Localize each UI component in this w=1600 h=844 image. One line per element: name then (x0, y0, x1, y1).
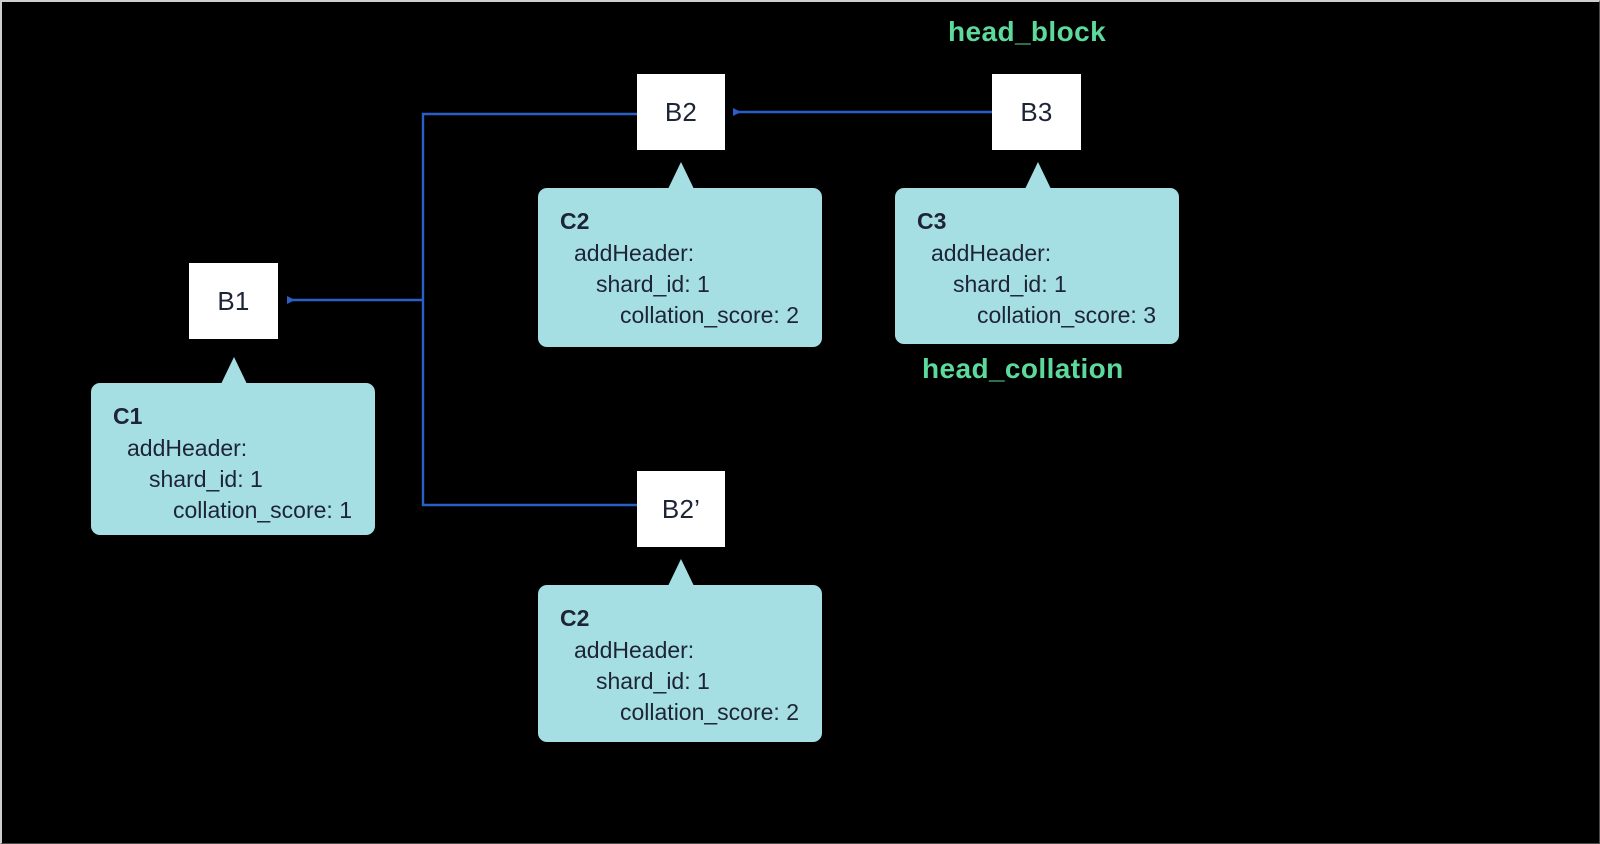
block-b3-label: B3 (1020, 96, 1053, 127)
collation-c3-line-0: addHeader: (931, 239, 1052, 266)
collation-c2-canonical-title: C2 (560, 208, 590, 234)
collation-c3-tail (1025, 162, 1051, 189)
collation-c3[interactable]: C3 addHeader: shard_id: 1 collation_scor… (895, 162, 1179, 344)
collation-c2-fork-line-1: shard_id: 1 (596, 667, 710, 694)
block-b2[interactable]: B2 (637, 74, 725, 150)
block-b2-prime[interactable]: B2’ (637, 471, 725, 547)
collation-c3-title: C3 (917, 208, 947, 234)
block-b2-prime-label: B2’ (661, 493, 701, 524)
annotation-head-block: head_block (948, 16, 1107, 47)
collation-c2-fork-title: C2 (560, 605, 590, 631)
collation-c1-tail (221, 357, 247, 384)
collation-c1-line-0: addHeader: (127, 434, 248, 461)
collation-c2-canonical-line-0: addHeader: (574, 239, 695, 266)
collation-c2-fork-line-2: collation_score: 2 (620, 699, 799, 726)
collation-c2-fork[interactable]: C2 addHeader: shard_id: 1 collation_scor… (538, 559, 822, 742)
block-b3[interactable]: B3 (992, 74, 1081, 150)
collation-c2-canonical[interactable]: C2 addHeader: shard_id: 1 collation_scor… (538, 162, 822, 347)
collation-c1[interactable]: C1 addHeader: shard_id: 1 collation_scor… (91, 357, 375, 535)
block-b2-label: B2 (664, 96, 698, 127)
collation-c2-canonical-line-2: collation_score: 2 (620, 302, 799, 329)
collation-c1-title: C1 (113, 403, 143, 429)
annotation-head-collation: head_collation (922, 353, 1124, 384)
block-b1-label: B1 (217, 285, 250, 316)
collation-c2-fork-line-0: addHeader: (574, 636, 695, 663)
collation-c2-fork-tail (668, 559, 694, 586)
collation-c3-line-2: collation_score: 3 (977, 302, 1156, 329)
collation-c2-canonical-tail (668, 162, 694, 189)
collation-c3-line-1: shard_id: 1 (953, 270, 1067, 297)
collation-c1-line-2: collation_score: 1 (173, 497, 352, 524)
collation-c1-line-1: shard_id: 1 (149, 465, 263, 492)
block-b1[interactable]: B1 (189, 263, 278, 339)
collation-c2-canonical-line-1: shard_id: 1 (596, 270, 710, 297)
